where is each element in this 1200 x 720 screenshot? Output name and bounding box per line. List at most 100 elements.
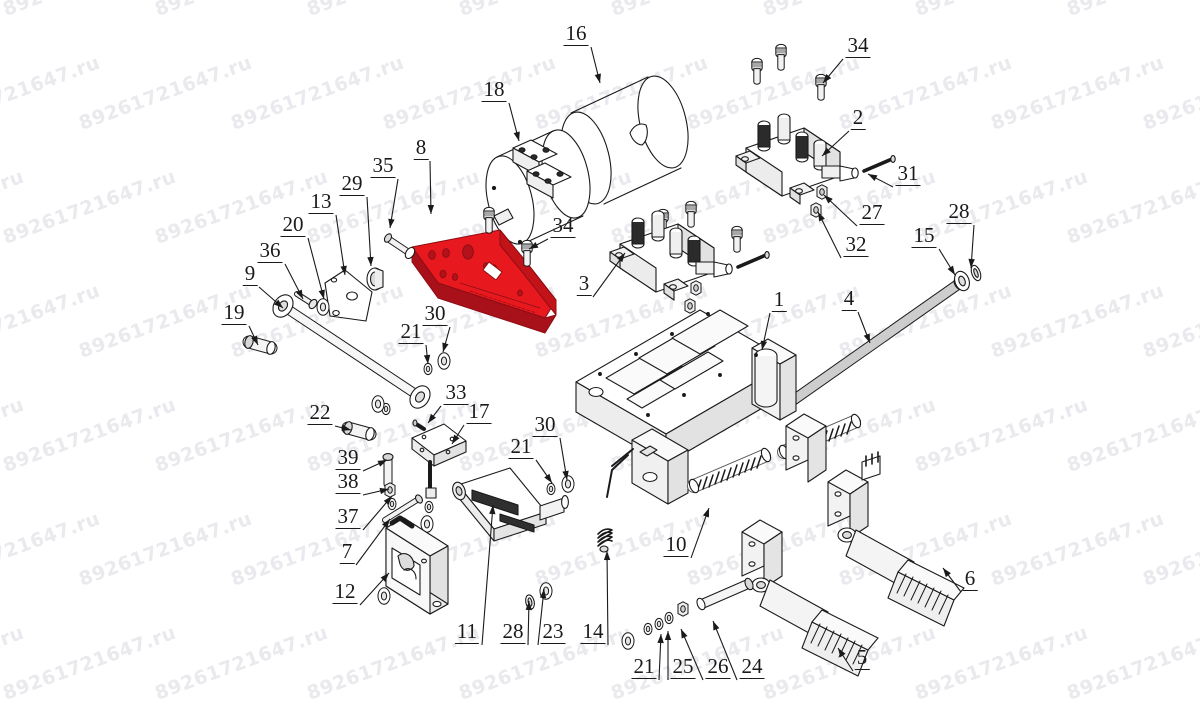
leader-arrowhead-6 xyxy=(943,568,951,578)
part-28-snap-ring-a xyxy=(970,264,982,282)
callout-12: 12 xyxy=(332,579,358,604)
leader-line-26 xyxy=(680,628,704,681)
leader-arrowhead-2 xyxy=(822,147,831,156)
leader-arrowhead-28 xyxy=(525,601,532,611)
callout-31: 31 xyxy=(895,161,921,186)
part-10-return-spring-a xyxy=(687,447,772,494)
leader-arrowhead-34 xyxy=(529,241,539,249)
part-pedal-middle xyxy=(827,451,965,627)
callout-26: 26 xyxy=(705,654,731,679)
callout-21: 21 xyxy=(508,434,534,459)
leader-arrowhead-16 xyxy=(594,73,601,83)
leader-arrowhead-11 xyxy=(489,505,496,515)
leader-arrowhead-7 xyxy=(382,519,390,529)
callout-29: 29 xyxy=(339,171,365,196)
callout-20: 20 xyxy=(280,212,306,237)
leader-arrowhead-14 xyxy=(603,551,611,561)
callout-18: 18 xyxy=(481,77,507,102)
callout-23: 23 xyxy=(540,619,566,644)
part-29-bushing xyxy=(366,267,384,291)
leader-arrowhead-35 xyxy=(388,218,395,228)
callout-1: 1 xyxy=(771,287,787,312)
callout-10: 10 xyxy=(663,532,689,557)
leader-arrowhead-21 xyxy=(423,354,431,364)
callout-21: 21 xyxy=(631,654,657,679)
leader-line-23 xyxy=(537,588,545,646)
callout-22: 22 xyxy=(307,400,333,425)
part-1-mounting-frame xyxy=(575,309,797,505)
leader-line-29 xyxy=(366,196,372,267)
part-24-pivot-pin xyxy=(696,577,754,611)
part-6-pedal-rear xyxy=(785,413,827,483)
leader-arrowhead-26 xyxy=(681,629,688,639)
leader-arrowhead-21 xyxy=(544,473,552,483)
part-11-damper-cylinder xyxy=(452,467,569,542)
callout-3: 3 xyxy=(576,271,592,296)
part-33-machine-screw xyxy=(412,419,426,431)
leader-arrowhead-29 xyxy=(367,256,374,266)
leader-arrowhead-20 xyxy=(318,289,325,299)
leader-line-13 xyxy=(335,214,346,276)
part-17-sensor-bracket xyxy=(411,423,467,499)
callout-21: 21 xyxy=(398,319,424,344)
callout-15: 15 xyxy=(911,223,937,248)
leader-arrowhead-30 xyxy=(562,470,569,480)
callout-24: 24 xyxy=(739,654,765,679)
callout-11: 11 xyxy=(454,619,480,644)
callout-6: 6 xyxy=(962,566,978,591)
leader-arrowhead-28 xyxy=(968,258,975,268)
leader-arrowhead-9 xyxy=(274,299,283,308)
leader-arrowhead-10 xyxy=(702,508,709,518)
leader-line-7 xyxy=(355,518,391,566)
part-13-triangular-bracket xyxy=(324,269,373,322)
part-7-pivot-bracket-bolt xyxy=(382,494,424,523)
leader-arrowhead-22 xyxy=(341,424,351,431)
callout-5: 5 xyxy=(854,645,870,670)
callout-19: 19 xyxy=(221,300,247,325)
leader-arrowhead-37 xyxy=(383,496,392,505)
callout-37: 37 xyxy=(335,504,361,529)
leader-arrowhead-24 xyxy=(713,621,720,631)
callout-9: 9 xyxy=(242,261,258,286)
leader-arrowhead-33 xyxy=(428,413,437,423)
leader-arrowhead-25 xyxy=(664,631,672,640)
callout-16: 16 xyxy=(563,21,589,46)
part-31-clevis-pin xyxy=(862,155,896,173)
leader-arrowhead-8 xyxy=(427,204,435,214)
callout-32: 32 xyxy=(843,232,869,257)
leader-arrowhead-12 xyxy=(380,573,389,582)
callout-7: 7 xyxy=(339,539,355,564)
leader-arrowhead-18 xyxy=(513,131,520,141)
part-12-pivot-housing xyxy=(385,515,449,615)
leader-arrowhead-39 xyxy=(377,460,387,467)
leader-arrowhead-32 xyxy=(818,212,825,222)
callout-8: 8 xyxy=(413,135,429,160)
part-8-mounting-plate xyxy=(411,229,557,334)
callout-39: 39 xyxy=(335,445,361,470)
leader-arrowhead-5 xyxy=(838,648,846,658)
callout-30: 30 xyxy=(532,412,558,437)
part-39-bolt-pivot xyxy=(382,453,394,489)
callout-30: 30 xyxy=(422,301,448,326)
callout-27: 27 xyxy=(859,200,885,225)
leader-arrowhead-19 xyxy=(251,335,258,345)
callout-2: 2 xyxy=(850,105,866,130)
leader-arrowhead-38 xyxy=(379,487,389,495)
leader-arrowhead-27 xyxy=(824,195,833,204)
leader-arrowhead-30 xyxy=(442,342,449,352)
callout-28: 28 xyxy=(946,199,972,224)
leader-line-20 xyxy=(307,237,325,300)
leader-arrowhead-17 xyxy=(452,434,460,444)
leader-line-11 xyxy=(481,504,494,646)
part-22-shoulder-bolt-lower xyxy=(341,421,377,441)
part-4-cross-shaft xyxy=(779,277,966,413)
leader-arrowhead-21 xyxy=(657,634,664,644)
callout-36: 36 xyxy=(257,238,283,263)
callout-34: 34 xyxy=(845,33,871,58)
leader-arrowhead-1 xyxy=(760,340,768,350)
part-2-valve-block-right xyxy=(735,113,859,205)
callout-17: 17 xyxy=(466,399,492,424)
leader-arrowhead-4 xyxy=(863,333,870,343)
